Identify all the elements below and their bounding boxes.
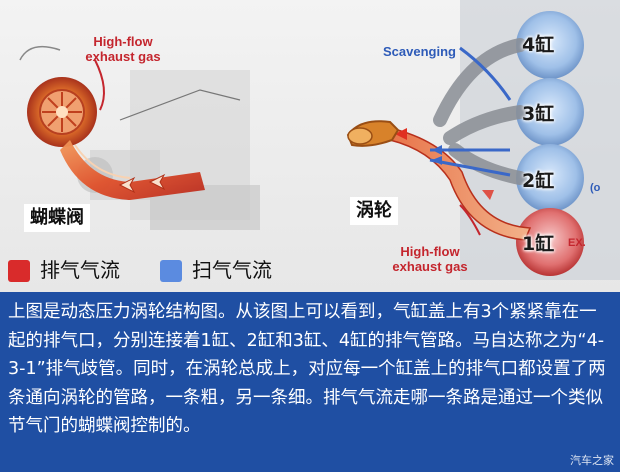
cylinder-4-label: 4缸 — [522, 34, 555, 56]
scavenge-flow-swatch — [160, 260, 182, 282]
exhaust-flow-label: 排气气流 — [40, 258, 120, 282]
turbo-structure-figure: High-flow exhaust gas 蝴蝶阀 — [0, 0, 620, 292]
caption-text: 上图是动态压力涡轮结构图。从该图上可以看到，气缸盖上有3个紧紧靠在一起的排气口，… — [8, 302, 606, 436]
watermark: 汽车之家 — [570, 454, 614, 467]
right-diagram-graphic — [346, 0, 620, 280]
right-high-flow-label: High-flow exhaust gas — [392, 244, 468, 274]
cylinder-3-label: 3缸 — [522, 103, 555, 125]
caption-box: 上图是动态压力涡轮结构图。从该图上可以看到，气缸盖上有3个紧紧靠在一起的排气口，… — [0, 292, 620, 472]
scavenge-flow-label: 扫气气流 — [192, 258, 272, 282]
ex-label: EX. — [568, 237, 586, 249]
cylinder-2-label: 2缸 — [522, 170, 555, 192]
scavenging-label: Scavenging — [383, 44, 456, 59]
butterfly-valve-label: 蝴蝶阀 — [24, 204, 90, 232]
partial-label: (o — [590, 182, 601, 194]
turbo-label: 涡轮 — [350, 197, 398, 225]
exhaust-flow-swatch — [8, 260, 30, 282]
cylinder-1-label: 1缸 — [522, 233, 555, 255]
left-high-flow-label: High-flow exhaust gas — [85, 34, 161, 64]
left-diagram-graphic — [19, 45, 260, 230]
